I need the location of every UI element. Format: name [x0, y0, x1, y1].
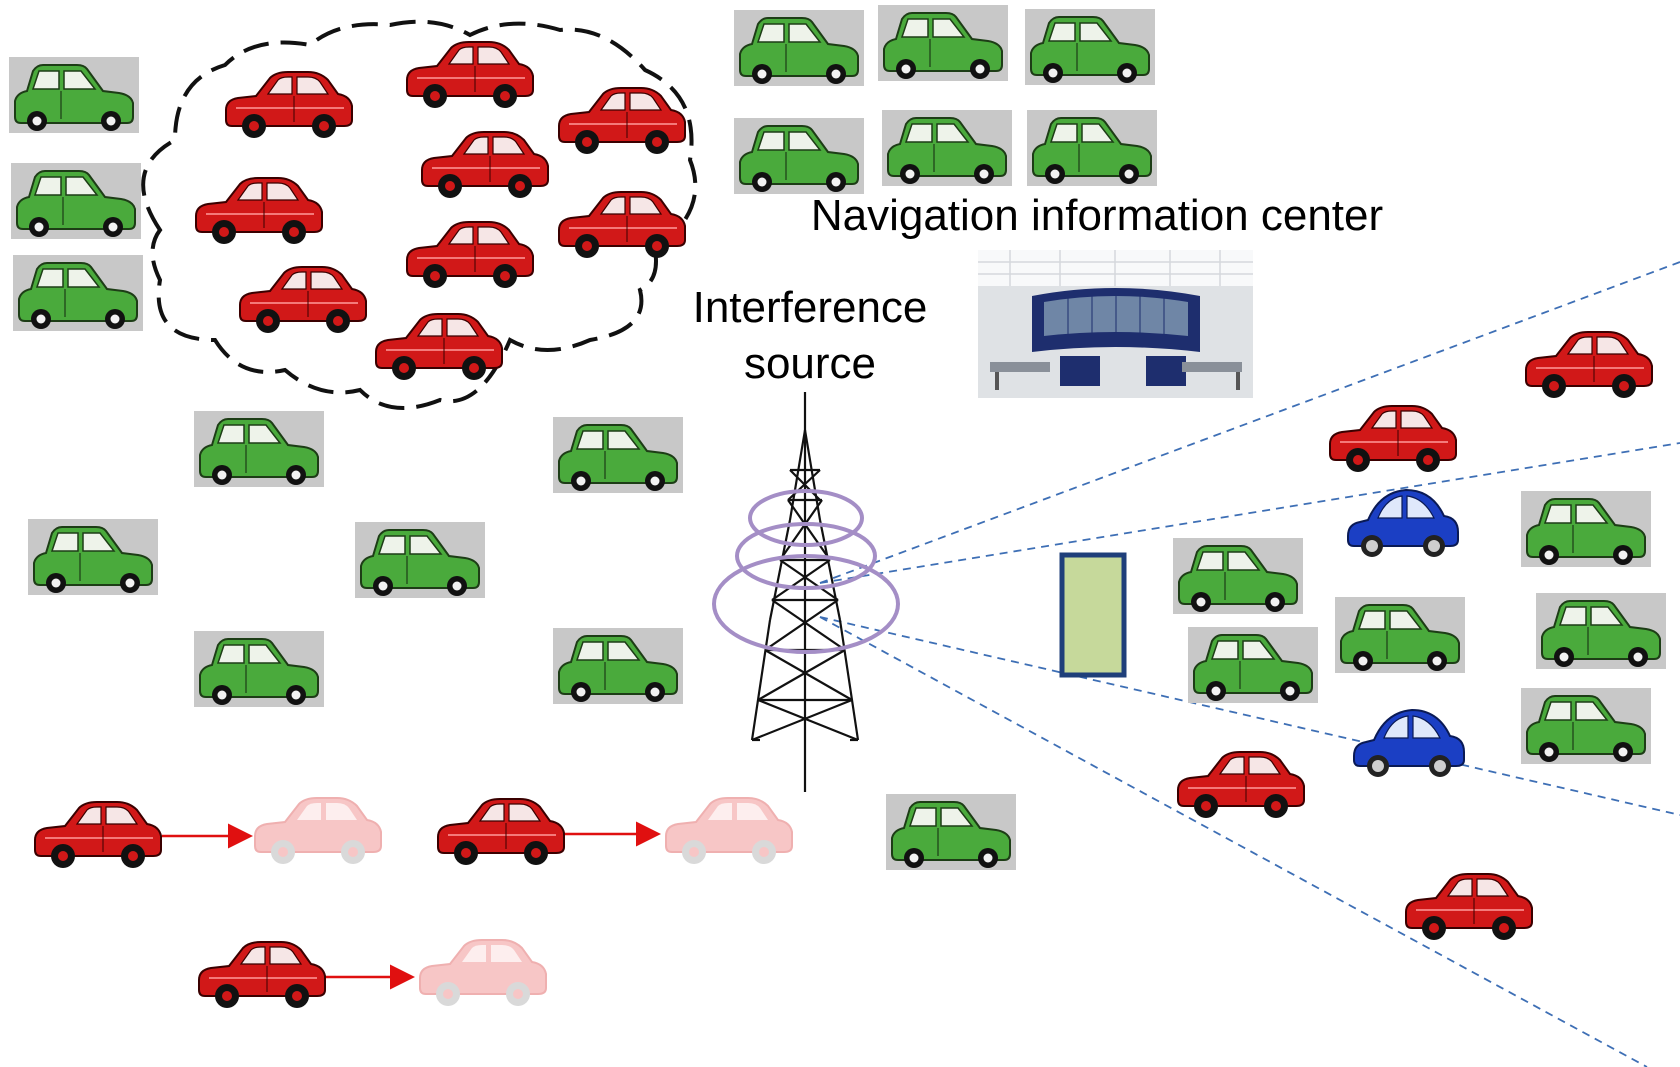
faded-car-icon	[254, 797, 382, 865]
green-car-icon	[27, 518, 159, 596]
red-car-icon	[406, 41, 534, 109]
green-car-icon	[193, 630, 325, 708]
red-car-icon	[1405, 873, 1533, 941]
red-car-icon	[198, 941, 326, 1009]
signal-rings	[712, 489, 900, 654]
green-car-icon	[193, 410, 325, 488]
green-car-icon	[733, 117, 865, 195]
displacement-row-1	[34, 797, 382, 869]
interference-source-label-line1: Interference	[693, 283, 928, 332]
interference-source-label-line2: source	[744, 339, 876, 388]
displacement-row-2	[437, 797, 793, 866]
blue-car-icon	[1347, 489, 1459, 558]
green-car-icon	[1024, 8, 1156, 86]
signal-tower-icon	[750, 392, 860, 792]
red-car-icon	[375, 313, 503, 381]
navigation-center-label: Navigation information center	[811, 191, 1383, 240]
green-car-icon	[1334, 596, 1466, 674]
green-car-icon	[881, 109, 1013, 187]
red-car-icon	[34, 801, 162, 869]
green-car-icon	[1520, 490, 1652, 568]
red-car-icon	[406, 221, 534, 289]
green-car-icon	[8, 56, 140, 134]
red-car-icon	[1525, 331, 1653, 399]
blue-car-icon	[1353, 709, 1465, 778]
red-car-icon	[195, 177, 323, 245]
red-car-icon	[1177, 751, 1305, 819]
green-car-icon	[1172, 537, 1304, 615]
green-car-icon	[1026, 109, 1158, 187]
red-car-icon	[1329, 405, 1457, 473]
green-car-icon	[733, 9, 865, 87]
obstacle-block	[1059, 552, 1127, 678]
green-car-icon	[552, 416, 684, 494]
faded-car-icon	[665, 797, 793, 865]
green-car-icon	[1535, 592, 1667, 670]
green-car-icon	[10, 162, 142, 240]
red-car-icon	[558, 87, 686, 155]
signal-beams	[819, 261, 1680, 1067]
control-room-image	[978, 250, 1253, 398]
green-car-icon	[1520, 687, 1652, 765]
green-car-icon	[354, 521, 486, 599]
green-car-icon	[877, 4, 1009, 82]
green-car-icon	[12, 254, 144, 332]
green-car-icon	[552, 627, 684, 705]
red-car-icon	[437, 798, 565, 866]
interfered-cluster-cars	[195, 41, 686, 381]
green-car-icon	[885, 793, 1017, 871]
green-car-icon	[1187, 626, 1319, 704]
red-car-icon	[558, 191, 686, 259]
red-car-icon	[239, 266, 367, 334]
faded-car-icon	[419, 939, 547, 1007]
red-car-icon	[225, 71, 353, 139]
red-car-icon	[421, 131, 549, 199]
displacement-row-3	[198, 939, 547, 1009]
